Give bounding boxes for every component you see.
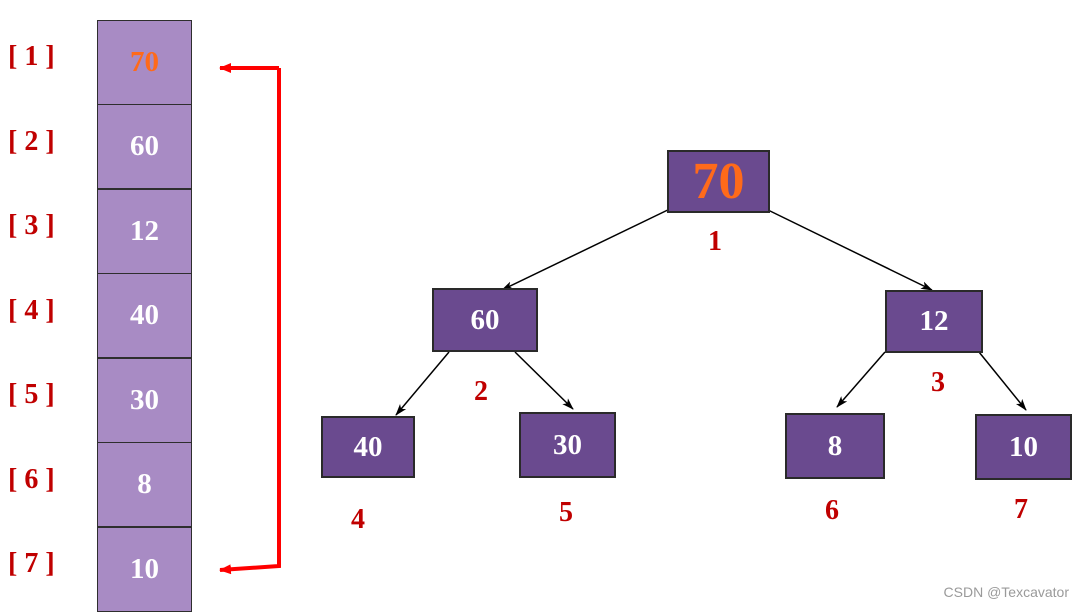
array-index-1: [ 1 ] xyxy=(8,41,55,72)
edge-2-4 xyxy=(395,351,450,416)
tree-node-1: 70 xyxy=(667,150,770,213)
edge-1-3 xyxy=(767,209,933,291)
array-index-5: [ 5 ] xyxy=(8,379,55,410)
tree-position-4: 4 xyxy=(351,504,365,535)
array-cell-2: 60 xyxy=(97,104,192,189)
edge-3-7 xyxy=(978,351,1027,411)
array-cell-1: 70 xyxy=(97,20,192,105)
array-index-7: [ 7 ] xyxy=(8,548,55,579)
array-index-3: [ 3 ] xyxy=(8,210,55,241)
tree-position-2: 2 xyxy=(474,376,488,407)
array-cell-3: 12 xyxy=(97,189,192,274)
tree-node-6: 8 xyxy=(785,413,885,479)
array-cell-4: 40 xyxy=(97,273,192,358)
tree-position-7: 7 xyxy=(1014,494,1028,525)
watermark: CSDN @Texcavator xyxy=(943,584,1069,600)
edge-1-2 xyxy=(501,205,677,291)
tree-node-3: 12 xyxy=(885,290,983,353)
tree-position-3: 3 xyxy=(931,367,945,398)
tree-node-4: 40 xyxy=(321,416,415,478)
tree-position-1: 1 xyxy=(708,226,722,257)
array-index-2: [ 2 ] xyxy=(8,126,55,157)
edge-2-5 xyxy=(514,351,574,410)
swap-bracket-arrow xyxy=(219,63,281,575)
array-cell-5: 30 xyxy=(97,358,192,443)
tree-node-2: 60 xyxy=(432,288,538,352)
tree-node-7: 10 xyxy=(975,414,1072,480)
tree-position-5: 5 xyxy=(559,497,573,528)
array-cell-7: 10 xyxy=(97,527,192,612)
array-cell-6: 8 xyxy=(97,442,192,527)
edge-3-6 xyxy=(836,351,886,408)
array-index-4: [ 4 ] xyxy=(8,295,55,326)
tree-position-6: 6 xyxy=(825,495,839,526)
array-index-6: [ 6 ] xyxy=(8,464,55,495)
tree-node-5: 30 xyxy=(519,412,616,478)
